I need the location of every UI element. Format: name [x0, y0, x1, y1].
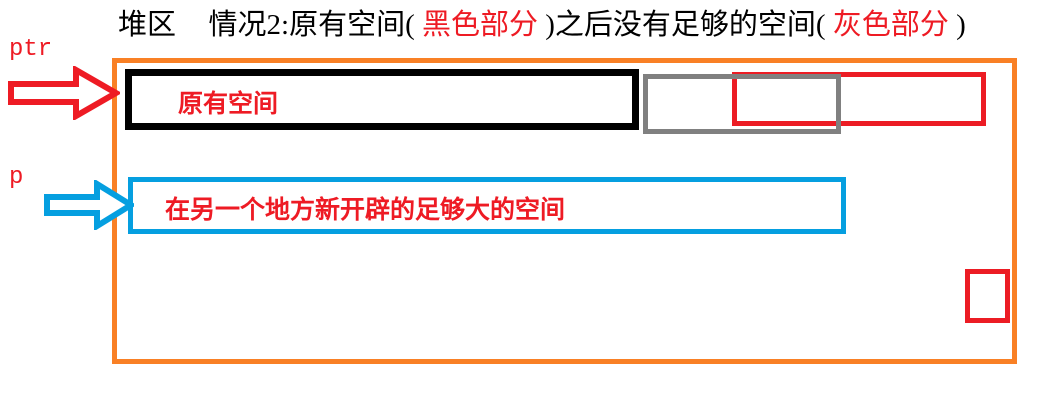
- new-space-label: 在另一个地方新开辟的足够大的空间: [165, 197, 566, 224]
- pointer-label-p: p: [9, 164, 24, 191]
- p-arrow-icon: [44, 180, 134, 230]
- original-space-label: 原有空间: [178, 91, 279, 118]
- title-case-prefix: 情况2:原有空间(: [208, 9, 415, 41]
- title-middle: )之后没有足够的空间(: [545, 9, 826, 41]
- ptr-arrow-icon: [8, 66, 120, 120]
- original-space-block: [125, 69, 639, 130]
- title-highlight-black-part: 黑色部分: [421, 9, 538, 41]
- new-space-block: [128, 177, 846, 234]
- title-suffix: ): [956, 9, 966, 41]
- free-space-fragment-block: [965, 269, 1010, 323]
- title-highlight-gray-part: 灰色部分: [832, 9, 949, 41]
- title-region-label: 堆区: [118, 9, 177, 41]
- adjacent-occupied-gray-block: [643, 74, 841, 134]
- required-space-red-block: [732, 72, 986, 126]
- pointer-label-ptr: ptr: [9, 36, 53, 63]
- diagram-title: 堆区 情况2:原有空间( 黑色部分 )之后没有足够的空间( 灰色部分 ): [118, 4, 1028, 48]
